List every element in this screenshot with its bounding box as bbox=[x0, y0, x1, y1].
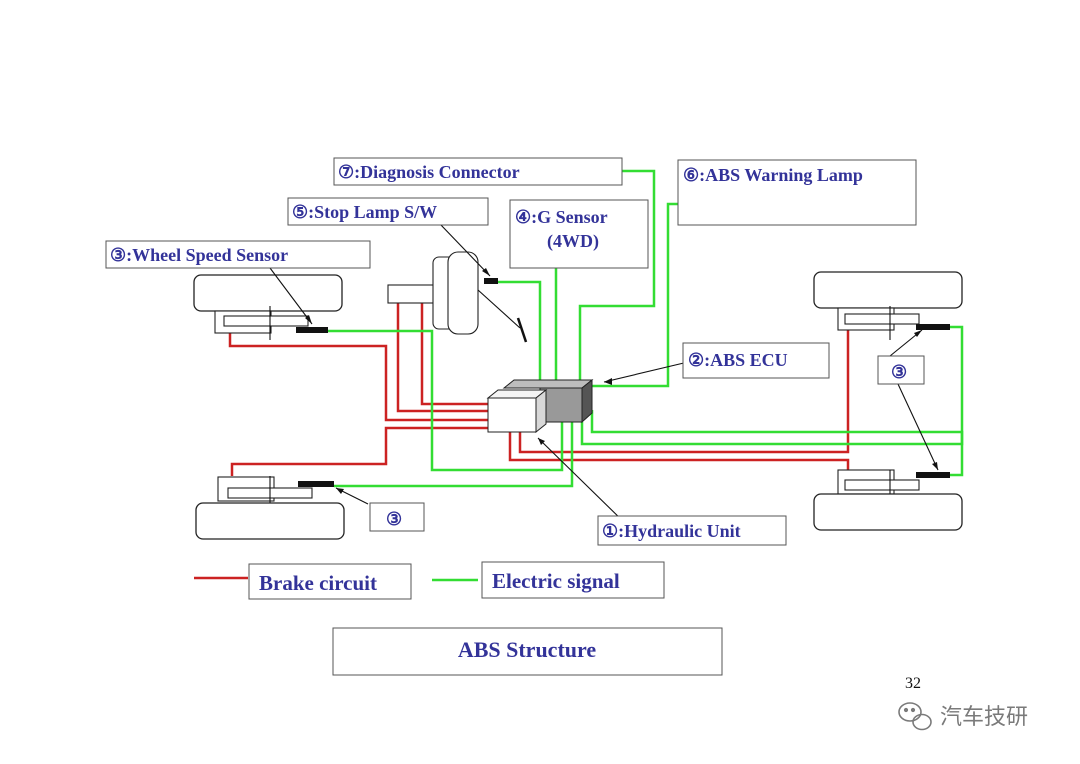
label-wheel-speed-sensor: ③:Wheel Speed Sensor bbox=[105, 240, 371, 269]
g-sensor-label-line1: ④:G Sensor bbox=[515, 207, 608, 227]
wheel-front-right bbox=[813, 271, 963, 340]
label-g-sensor: ④:G Sensor (4WD) bbox=[509, 199, 649, 269]
page-number: 32 bbox=[905, 675, 921, 692]
label-abs-ecu: ②:ABS ECU bbox=[682, 342, 830, 379]
signal-line-g-sensor bbox=[554, 261, 576, 380]
label-diagnosis-connector: ⑦:Diagnosis Connector bbox=[333, 157, 623, 186]
brake-circuit-lines bbox=[228, 302, 850, 476]
brake-line-rear-left bbox=[230, 426, 488, 476]
g-sensor-label-line2: (4WD) bbox=[547, 231, 599, 252]
wheel-speed-sensor-rr-label: ③ bbox=[891, 362, 907, 382]
brake-line-master-1 bbox=[396, 302, 488, 413]
signal-line-rear-right-sensor bbox=[590, 410, 964, 477]
brake-line-front-left bbox=[228, 330, 488, 422]
label-hydraulic-unit: ①:Hydraulic Unit bbox=[597, 515, 787, 546]
stop-lamp-sw-label: ⑤:Stop Lamp S/W bbox=[292, 202, 437, 222]
diagnosis-connector-label: ⑦:Diagnosis Connector bbox=[338, 162, 520, 182]
title-box: ABS Structure bbox=[332, 627, 723, 676]
wechat-icon bbox=[898, 702, 932, 731]
abs-ecu-label: ②:ABS ECU bbox=[688, 350, 788, 370]
wheel-speed-sensor-fl-label: ③ bbox=[386, 509, 402, 529]
pointer-lines bbox=[269, 223, 939, 527]
legend: Brake circuit Electric signal bbox=[194, 561, 665, 600]
diagram-title: ABS Structure bbox=[458, 637, 597, 662]
signal-line-stop-lamp bbox=[496, 280, 542, 380]
wheel-speed-sensor-rl-rotor bbox=[298, 481, 334, 487]
brake-pedal bbox=[516, 317, 528, 343]
signal-line-front-left-sensor bbox=[328, 329, 564, 472]
watermark-text: 汽车技研 bbox=[940, 705, 1028, 730]
wheel-rear-left bbox=[195, 476, 345, 540]
legend-electric-signal: Electric signal bbox=[492, 569, 620, 593]
legend-brake-circuit: Brake circuit bbox=[259, 571, 377, 595]
abs-warning-lamp-label: ⑥:ABS Warning Lamp bbox=[683, 165, 863, 185]
wheel-speed-sensor-fr-rotor bbox=[916, 324, 950, 330]
label-stop-lamp-sw: ⑤:Stop Lamp S/W bbox=[287, 197, 489, 226]
brake-line-rear-right-1 bbox=[508, 432, 850, 470]
brake-line-front-right bbox=[518, 330, 850, 454]
signal-line-rear-left-sensor bbox=[334, 422, 574, 488]
wheel-rear-right bbox=[813, 469, 963, 531]
label-wheel-speed-sensor-rr: ③ bbox=[877, 355, 925, 385]
wheel-front-left bbox=[193, 274, 343, 340]
hydraulic-unit bbox=[486, 388, 548, 434]
signal-line-diagnosis bbox=[578, 169, 656, 380]
watermark: 汽车技研 bbox=[898, 702, 1028, 731]
label-wheel-speed-sensor-fl: ③ bbox=[369, 502, 425, 532]
hydraulic-unit-label: ①:Hydraulic Unit bbox=[602, 521, 741, 541]
brake-booster bbox=[387, 251, 528, 343]
wheel-speed-sensor-fl-rotor bbox=[296, 327, 328, 333]
wheel-speed-sensor-rr-rotor bbox=[916, 472, 950, 478]
brake-line-master-2 bbox=[420, 302, 488, 406]
stop-lamp-switch bbox=[484, 278, 498, 284]
wheel-speed-sensor-label: ③:Wheel Speed Sensor bbox=[110, 245, 288, 265]
label-abs-warning-lamp: ⑥:ABS Warning Lamp bbox=[677, 159, 917, 226]
